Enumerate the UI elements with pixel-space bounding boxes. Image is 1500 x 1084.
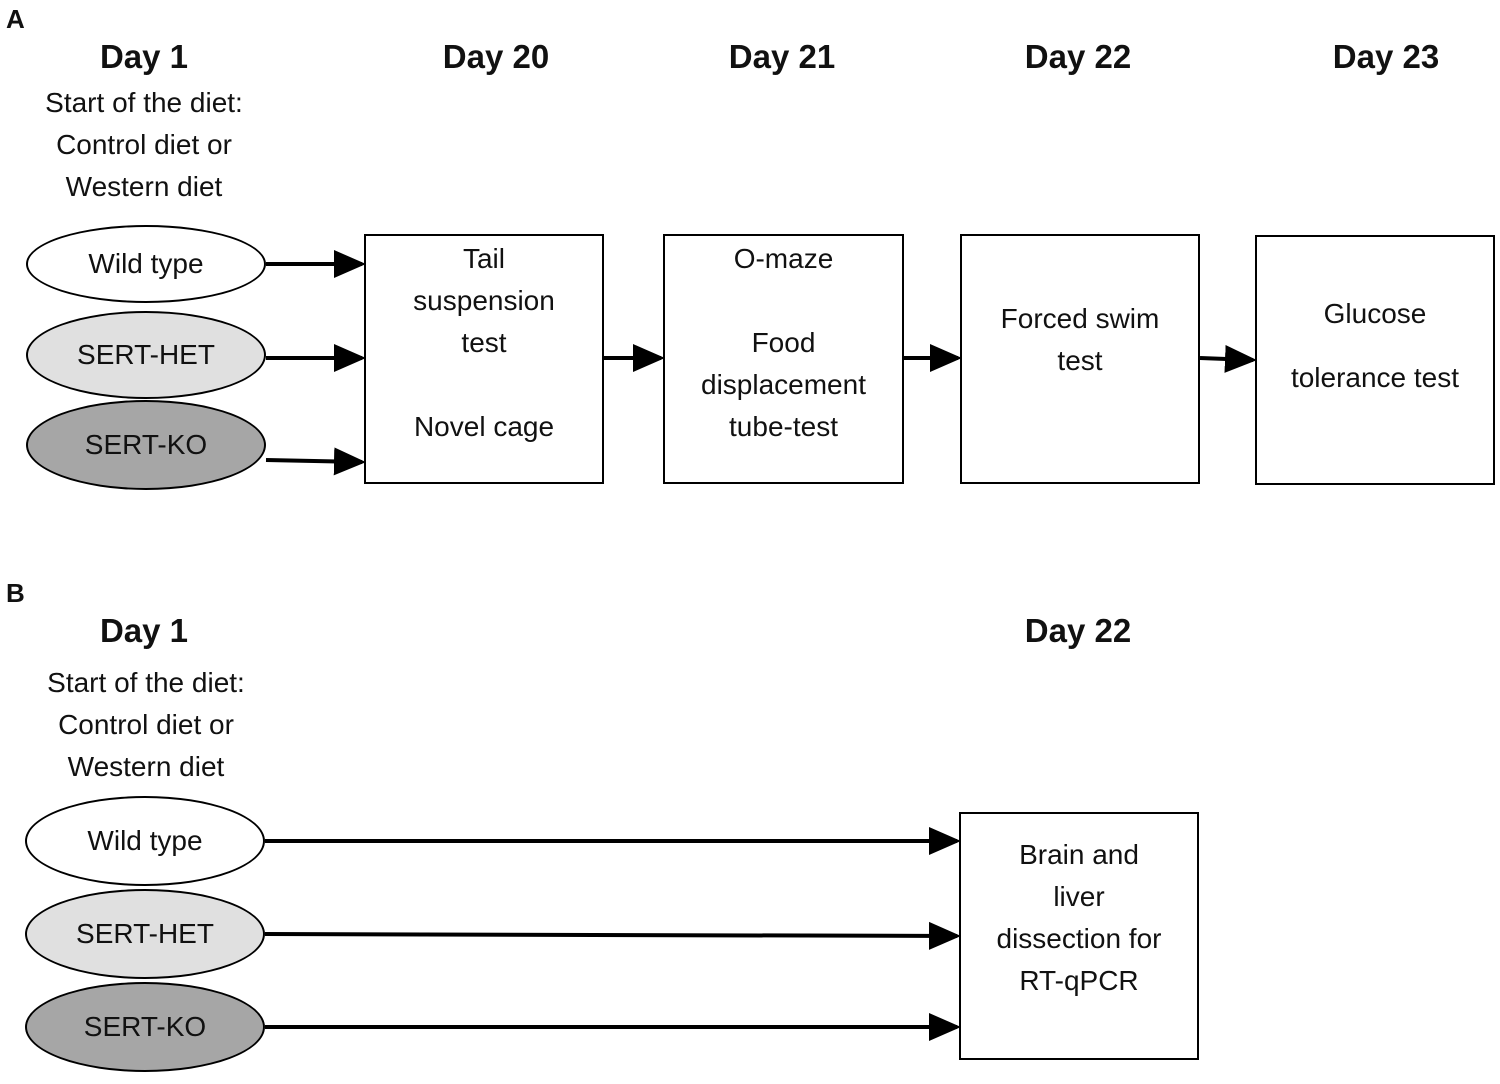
box-line: test	[461, 327, 507, 358]
diet-line: Control diet or	[56, 129, 232, 160]
group-label: SERT-HET	[76, 918, 214, 949]
test-box-day-23: Glucose tolerance test	[1255, 235, 1495, 485]
box-line: suspension	[413, 285, 555, 316]
box-line: Food	[751, 327, 816, 358]
panel-b-day-1: Day 1	[99, 612, 189, 649]
diet-line: Western diet	[67, 751, 225, 782]
arrow	[264, 921, 961, 950]
panel-b-diet-description: Start of the diet: Control diet or Weste…	[0, 662, 296, 788]
panel-b-label: B	[6, 578, 25, 608]
diet-line: Control diet or	[58, 709, 234, 740]
group-ellipse-sert-ko: SERT-KO	[25, 982, 265, 1072]
group-ellipse-wild-type: Wild type	[26, 225, 266, 303]
group-ellipse-sert-het: SERT-HET	[25, 889, 265, 979]
box-line: Brain and	[1019, 839, 1139, 870]
box-line: tube-test	[729, 411, 838, 442]
panel-a-label: A	[6, 4, 25, 34]
group-label: SERT-KO	[83, 1011, 207, 1042]
panel-a-day-1: Day 1	[99, 38, 189, 75]
box-line: Tail	[462, 243, 505, 274]
box-line: test	[1057, 345, 1103, 376]
box-line: dissection for	[996, 923, 1162, 954]
box-line: liver	[1053, 881, 1105, 912]
test-box-day-20: Tail suspension test Novel cage	[364, 234, 604, 484]
group-ellipse-sert-ko: SERT-KO	[26, 400, 266, 490]
group-ellipse-wild-type: Wild type	[25, 796, 265, 886]
test-box-day-22: Forced swim test	[960, 234, 1200, 484]
arrow	[1199, 344, 1257, 373]
box-line: Forced swim	[1000, 303, 1160, 334]
panel-a-day-23: Day 23	[1332, 38, 1440, 75]
group-label: SERT-HET	[77, 339, 215, 370]
group-label: SERT-KO	[84, 429, 208, 460]
diet-line: Start of the diet:	[47, 667, 245, 698]
box-line: O-maze	[733, 243, 834, 274]
panel-a-day-20: Day 20	[442, 38, 550, 75]
box-line: tolerance test	[1290, 362, 1460, 393]
box-line: Glucose	[1323, 298, 1427, 329]
group-ellipse-sert-het: SERT-HET	[26, 311, 266, 399]
group-label: Wild type	[87, 825, 203, 856]
group-label: Wild type	[88, 248, 204, 279]
diet-line: Western diet	[65, 171, 223, 202]
panel-b-day-22: Day 22	[1024, 612, 1132, 649]
dissection-box-day-22: Brain and liver dissection for RT-qPCR	[959, 812, 1199, 1060]
panel-a-day-22: Day 22	[1024, 38, 1132, 75]
arrow	[265, 447, 366, 476]
test-box-day-21: O-maze Food displacement tube-test	[663, 234, 904, 484]
panel-a-day-21: Day 21	[728, 38, 836, 75]
box-line: displacement	[701, 369, 866, 400]
diet-line: Start of the diet:	[45, 87, 243, 118]
box-line: RT-qPCR	[1019, 965, 1139, 996]
panel-a-diet-description: Start of the diet: Control diet or Weste…	[0, 82, 294, 208]
box-line: Novel cage	[413, 411, 555, 442]
